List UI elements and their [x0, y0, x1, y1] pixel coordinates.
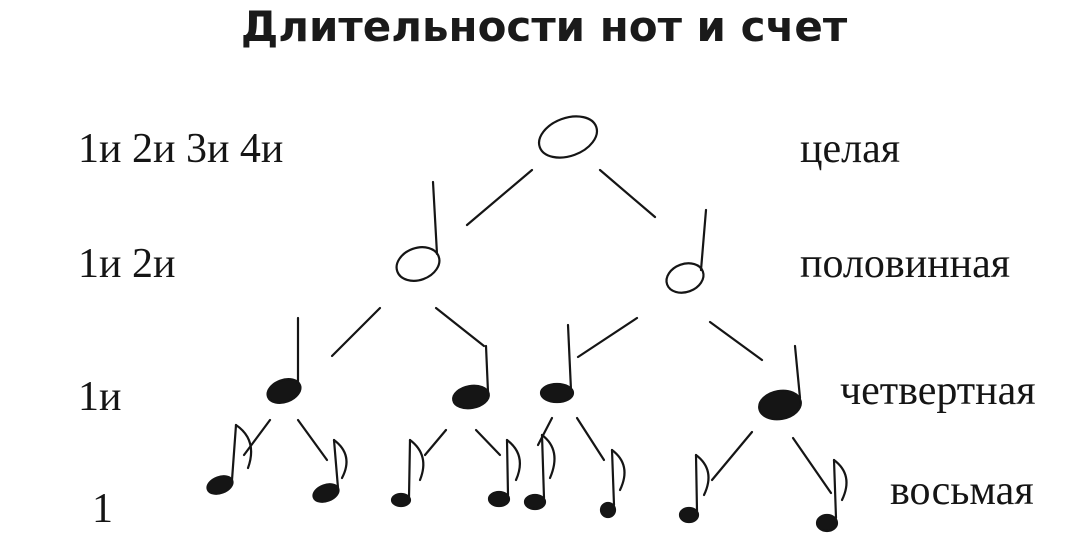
branch-line [576, 316, 639, 359]
quarter-note [266, 316, 302, 404]
eighth-note [487, 438, 521, 508]
eighth-note [815, 458, 848, 533]
whole-note [537, 115, 599, 159]
count-quarter: 1и [78, 374, 122, 420]
quarter-note [758, 344, 802, 421]
name-whole: целая [800, 126, 901, 172]
eighth-note [312, 438, 348, 503]
branch-line [598, 168, 657, 219]
count-whole: 1и 2и 3и 4и [78, 126, 284, 172]
eighth-note [390, 438, 425, 508]
half-note [395, 180, 441, 282]
branch-line [575, 416, 606, 462]
branch-line [296, 418, 329, 462]
eighth-note [523, 433, 556, 511]
branch-line [242, 418, 272, 457]
branch-line [536, 416, 554, 447]
name-eighth: восьмая [890, 468, 1034, 514]
branch-line [710, 430, 754, 482]
quarter-note [452, 344, 490, 410]
name-quarter: четвертная [840, 368, 1036, 414]
count-half: 1и 2и [78, 241, 176, 287]
eighth-note [678, 453, 710, 524]
diagram-title: Длительности нот и счет [240, 2, 848, 51]
branch-line [708, 320, 764, 362]
quarter-note [539, 323, 575, 404]
branch-line [791, 436, 833, 495]
half-note [665, 208, 708, 294]
count-eighth: 1 [92, 486, 113, 532]
branch-line [423, 428, 448, 457]
branch-line [474, 428, 502, 457]
name-half: половинная [800, 241, 1011, 287]
branch-line [434, 306, 486, 348]
eighth-note [206, 423, 253, 495]
eighth-note [599, 448, 626, 519]
branch-line [465, 168, 534, 227]
branch-line [330, 306, 382, 358]
